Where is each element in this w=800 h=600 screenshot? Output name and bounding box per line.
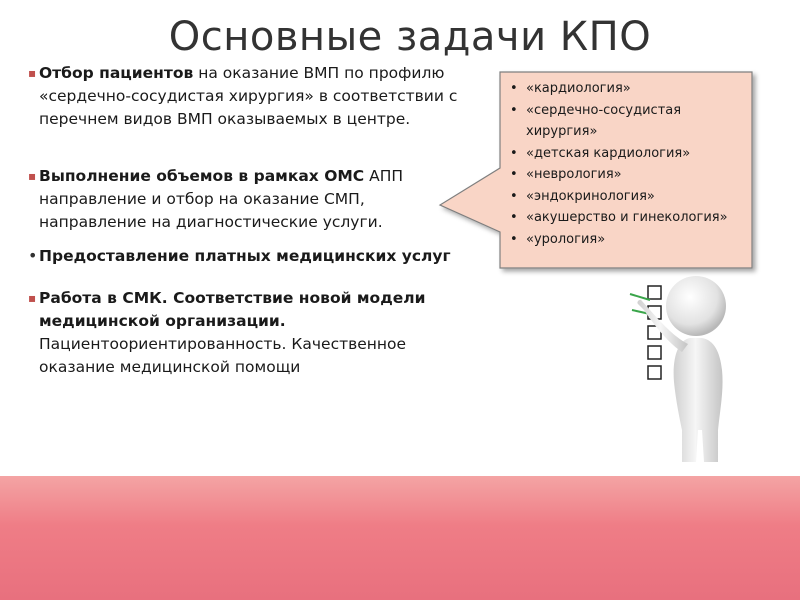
- bullet-marker-icon: •: [28, 246, 38, 265]
- callout-list-item: •«акушерство и гинекология»: [508, 207, 748, 229]
- bullet-rest-text: АПП направление и отбор на оказание СМП,…: [39, 167, 404, 231]
- bullet-bold-text: Выполнение объемов в рамках ОМС: [39, 167, 365, 185]
- bullet-marker-icon: ▪: [28, 66, 37, 80]
- slide-title: Основные задачи КПО: [168, 14, 652, 60]
- bullet-dot-icon: •: [510, 231, 518, 247]
- bullet-rest-text: на оказание ВМП по профилю «сердечно-сос…: [39, 64, 458, 128]
- bullet-dot-icon: •: [510, 102, 518, 118]
- bullet-text: Работа в СМК. Соответствие новой модели …: [39, 287, 473, 379]
- bullet-bold-text: Работа в СМК. Соответствие новой модели …: [39, 289, 426, 330]
- bullet-rest-text: Пациентоориентированность. Качественное …: [39, 335, 407, 376]
- footer-band: [0, 476, 800, 600]
- bullet-dot-icon: •: [510, 188, 518, 204]
- bullet-item: ▪ Отбор пациентов на оказание ВМП по про…: [28, 62, 473, 131]
- callout-list-item: •«кардиология»: [508, 78, 748, 100]
- callout-specialty-list: •«кардиология» •«сердечно-сосудистая хир…: [508, 78, 748, 250]
- bullet-text: Предоставление платных медицинских услуг: [39, 245, 473, 268]
- callout-list-item: •«детская кардиология»: [508, 143, 748, 165]
- bullet-bold-text: Предоставление платных медицинских услуг: [39, 247, 451, 265]
- bullet-item: ▪ Выполнение объемов в рамках ОМС АПП на…: [28, 165, 473, 234]
- bullet-item: ▪ Работа в СМК. Соответствие новой модел…: [28, 287, 473, 379]
- bullet-marker-icon: ▪: [28, 291, 37, 305]
- bullet-dot-icon: •: [510, 145, 518, 161]
- bullet-dot-icon: •: [510, 167, 518, 182]
- bullet-marker-icon: ▪: [28, 169, 37, 183]
- bullet-text: Выполнение объемов в рамках ОМС АПП напр…: [39, 165, 473, 234]
- callout-list-item: •«сердечно-сосудистая хирургия»: [508, 100, 748, 143]
- bullet-dot-icon: •: [510, 210, 518, 225]
- callout-list-item: •«неврология»: [508, 164, 748, 186]
- callout-list-item: •«урология»: [508, 229, 748, 251]
- bullet-dot-icon: •: [510, 81, 518, 96]
- callout-list-item: •«эндокринология»: [508, 186, 748, 208]
- person-with-checklist-icon: [629, 276, 726, 462]
- checklist-icon: [647, 285, 662, 380]
- bullet-item: • Предоставление платных медицинских усл…: [28, 245, 473, 268]
- bullet-text: Отбор пациентов на оказание ВМП по профи…: [39, 62, 473, 131]
- bullet-bold-text: Отбор пациентов: [39, 64, 194, 82]
